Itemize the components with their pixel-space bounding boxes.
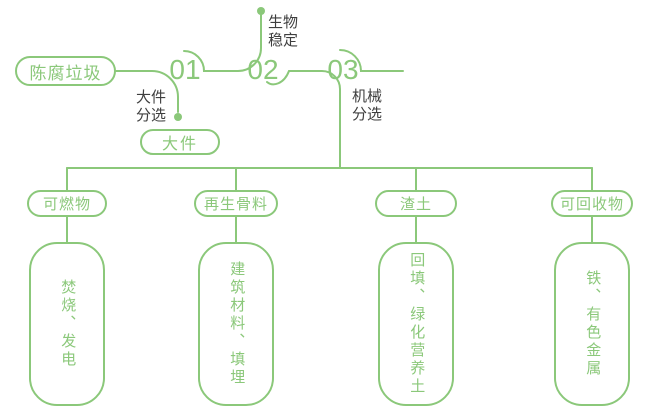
step-label-bulky-sorting: 大件分选 [136, 89, 167, 124]
branch-label: 渣土 [399, 196, 432, 213]
output-label: 大件 [161, 136, 198, 153]
step-number-02: 02 [247, 54, 279, 85]
branch-pill-recycled-aggregate: 再生骨料 [194, 190, 278, 217]
result-box-iron-nonferrous-metals: 铁、有色金属 [554, 242, 630, 406]
result-box-backfill-greening-soil: 回填、绿化营养土 [378, 242, 454, 406]
branch-label: 可燃物 [42, 196, 91, 213]
source-pill-aged-waste: 陈腐垃圾 [15, 56, 116, 86]
bus-drop-lines [66, 167, 593, 191]
line-step2-to-bus [266, 70, 341, 169]
step-number-01: 01 [169, 54, 201, 85]
result-box-building-materials-landfill: 建筑材料、填埋 [198, 242, 274, 406]
branch-pill-recyclables: 可回收物 [551, 190, 633, 217]
step-number-03: 03 [327, 54, 359, 85]
step-label-bio-stabilization: 生物稳定 [268, 14, 299, 49]
step-label-mechanical-sorting: 机械分选 [352, 88, 383, 123]
branch-label: 可回收物 [559, 196, 624, 213]
line-step3-tail [339, 49, 404, 72]
result-text: 回填、绿化营养土 [408, 252, 426, 396]
result-text: 建筑材料、填埋 [228, 261, 246, 387]
line-source-to-bulky [115, 70, 179, 113]
output-pill-bulky-items: 大件 [140, 129, 220, 155]
connector-dot [257, 7, 265, 15]
connector-dot [174, 113, 182, 121]
result-box-incineration-power: 焚烧、发电 [29, 242, 105, 406]
line-step1-to-bio [183, 14, 262, 72]
result-text: 铁、有色金属 [584, 270, 602, 378]
result-text: 焚烧、发电 [59, 279, 77, 369]
branch-pill-residue-soil: 渣土 [375, 190, 457, 217]
pill-to-box-lines [66, 216, 593, 243]
source-label: 陈腐垃圾 [29, 63, 102, 83]
branch-label: 再生骨料 [203, 196, 268, 213]
branch-pill-combustible: 可燃物 [27, 190, 107, 217]
